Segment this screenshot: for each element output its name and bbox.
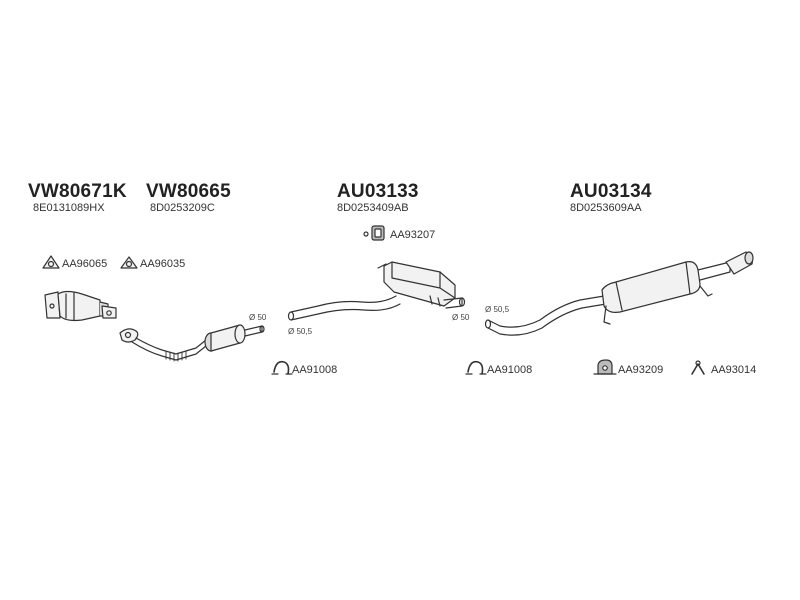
gasket-icon-1: [42, 255, 60, 269]
part-label-gasket-2: AA96035: [140, 258, 186, 270]
assembly-code-3: AU03133: [337, 181, 419, 202]
rear-silencer-icon: [484, 251, 754, 336]
gasket-icon-2: [120, 256, 138, 269]
rear-hanger-icon: [593, 359, 617, 375]
dimension-label-4: Ø 50,5: [485, 305, 510, 314]
centre-silencer-icon: [287, 261, 466, 321]
dimension-label-1: Ø 50: [249, 313, 267, 322]
oem-number-3: 8D0253409AB: [337, 202, 409, 214]
oem-number-1: 8E0131089HX: [33, 202, 105, 214]
front-pipe-icon: [119, 324, 265, 362]
oem-number-4: 8D0253609AA: [570, 202, 642, 214]
dimension-label-2: Ø 50,5: [288, 327, 313, 336]
dimension-label-3: Ø 50: [452, 313, 470, 322]
part-label-hanger-rear: AA93209: [618, 364, 664, 376]
part-label-clamp-1: AA91008: [292, 364, 338, 376]
bracket-icon: [691, 360, 705, 375]
part-label-hanger-top: AA93207: [390, 229, 436, 241]
part-label-clamp-2: AA91008: [487, 364, 533, 376]
catalytic-converter-icon: [44, 290, 117, 322]
rubber-hanger-icon: [363, 225, 385, 241]
assembly-code-1: VW80671K: [28, 181, 127, 202]
part-label-bracket-rear: AA93014: [711, 364, 757, 376]
oem-number-2: 8D0253209C: [150, 202, 215, 214]
clamp-icon-2: [465, 360, 487, 375]
clamp-icon-1: [271, 360, 293, 375]
assembly-code-4: AU03134: [570, 181, 652, 202]
assembly-code-2: VW80665: [146, 181, 231, 202]
part-label-gasket-1: AA96065: [62, 258, 108, 270]
